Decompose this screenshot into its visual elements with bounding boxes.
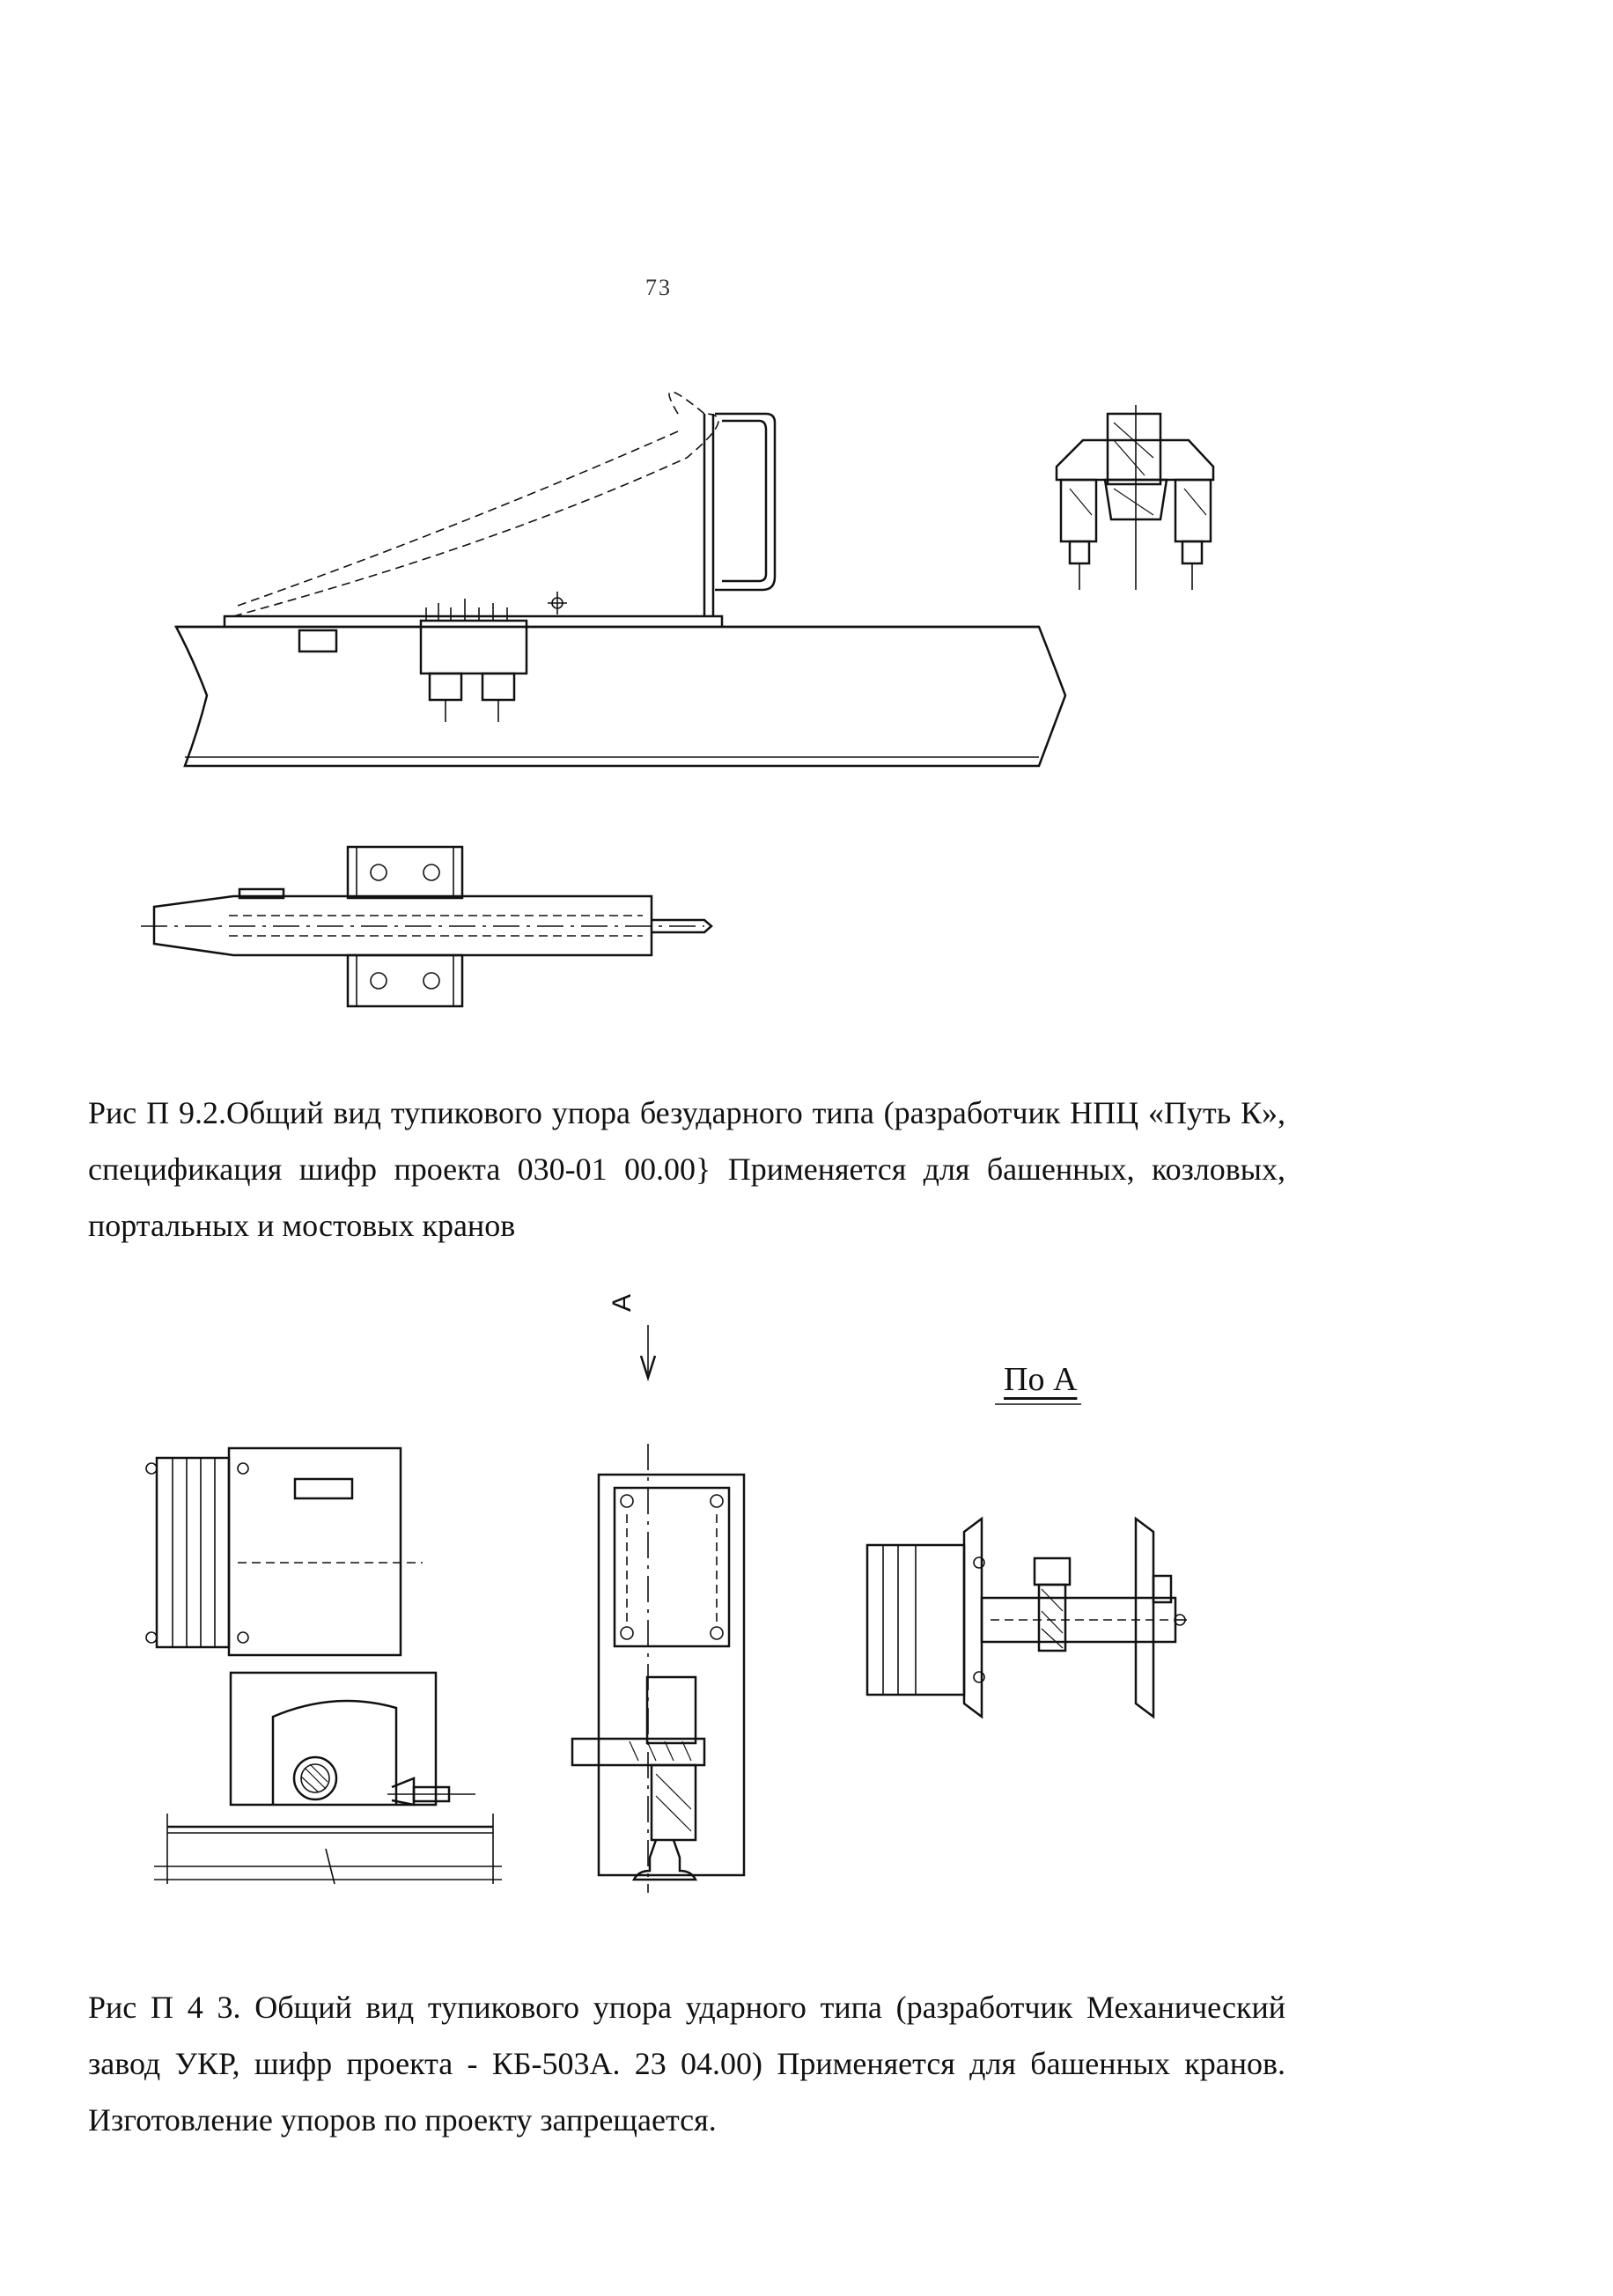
direction-label-a: А (608, 1293, 637, 1312)
figure1-caption: Рис П 9.2.Общий вид тупикового упора без… (88, 1095, 1285, 1243)
page-number: 73 (645, 275, 672, 300)
figure2-side-view (145, 1446, 502, 1885)
figure2-front-view (571, 1325, 746, 1893)
figure1-side-view (173, 391, 1067, 768)
figure2-view-a (865, 1403, 1187, 1719)
figure1-section-view (1055, 405, 1215, 590)
figure2-caption: Рис П 4 3. Общий вид тупикового упора уд… (88, 1990, 1285, 2138)
view-label: По А (1004, 1361, 1078, 1398)
figure1-plan-view (141, 845, 713, 1008)
